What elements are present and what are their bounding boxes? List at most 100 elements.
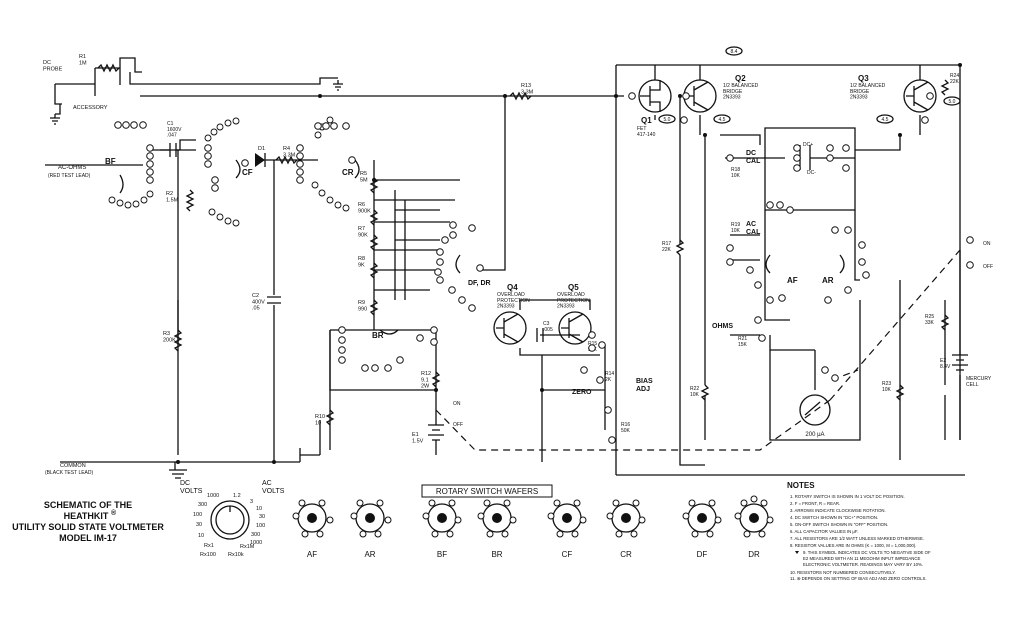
- note-8: 8. RESISTOR VALUES ARE IN OHMS (K = 1000…: [790, 543, 916, 548]
- terminal-node: [458, 296, 466, 304]
- note-6: 6. ALL CAPACITOR VALUES IN μF.: [790, 529, 858, 534]
- terminal-node: [966, 261, 974, 269]
- wafer-bf-drawing: [422, 499, 462, 538]
- label-df-dr: DF, DR: [468, 280, 491, 287]
- wiring: [45, 57, 965, 476]
- terminal-node: [842, 164, 850, 172]
- terminal-node: [754, 316, 762, 324]
- label-cf: CF: [242, 168, 253, 177]
- terminal-node: [338, 356, 346, 364]
- wafer-df-drawing: [682, 499, 722, 538]
- terminal-node: [434, 268, 442, 276]
- title-line1: SCHEMATIC OF THE: [44, 500, 132, 510]
- terminal-node: [726, 258, 734, 266]
- wafer-cf-drawing: [547, 499, 587, 538]
- wafer-af-drawing: [292, 499, 334, 538]
- terminal-node: [726, 154, 734, 162]
- note-4: 4. DC SWITCH SHOWN IN "DC+" POSITION.: [790, 515, 878, 520]
- terminal-node: [766, 296, 774, 304]
- dial-range-100dc: 100: [193, 512, 202, 518]
- terminal-node: [396, 356, 404, 364]
- terminal-node: [241, 159, 249, 167]
- terminal-node: [966, 236, 974, 244]
- label-v50b: 5.0: [949, 99, 956, 105]
- terminal-node: [862, 271, 870, 279]
- terminal-node: [371, 364, 379, 372]
- terminal-node: [449, 221, 457, 229]
- note-1: 1. ROTARY SWITCH IS SHOWN IN 1 VOLT DC P…: [790, 494, 905, 499]
- wafer-labels: AF AR BF BR CF CR DF DR: [307, 550, 760, 559]
- terminal-node: [448, 286, 456, 294]
- terminal-node: [831, 374, 839, 382]
- on-off-gang-link: [435, 249, 961, 451]
- terminal-node: [296, 152, 304, 160]
- terminal-node: [726, 244, 734, 252]
- terminal-node: [211, 176, 219, 184]
- terminal-node: [926, 92, 934, 100]
- wafer-label-dr: DR: [748, 550, 760, 559]
- label-dc-plus: DC+: [803, 142, 813, 148]
- terminal-node: [338, 336, 346, 344]
- dial-range-10ac: 10: [256, 506, 262, 512]
- terminal-node: [826, 144, 834, 152]
- terminal-node: [758, 334, 766, 342]
- dial-range-100ac: 100: [256, 523, 265, 529]
- ground-symbols: [50, 80, 343, 479]
- note-9c: ELECTRONIC VOLTMETER. READINGS MAY VARY …: [803, 562, 923, 567]
- terminal-node: [314, 122, 322, 130]
- terminal-node: [844, 286, 852, 294]
- title-line3: UTILITY SOLID STATE VOLTMETER: [12, 522, 164, 532]
- dial-range-1000dc: 1000: [207, 493, 219, 499]
- note-9-symbol-icon: [795, 551, 799, 554]
- terminal-node: [680, 116, 688, 124]
- label-black-lead: (BLACK TEST LEAD): [45, 470, 93, 476]
- terminal-node: [588, 344, 596, 352]
- wafer-label-br: BR: [491, 550, 502, 559]
- battery-e2: [952, 354, 968, 371]
- dial-range-10dc: 10: [198, 533, 204, 539]
- label-accessory: ACCESSORY: [73, 105, 108, 111]
- terminal-node: [580, 366, 588, 374]
- terminal-node: [436, 258, 444, 266]
- terminal-node: [596, 376, 604, 384]
- terminal-node: [384, 364, 392, 372]
- terminal-node: [296, 144, 304, 152]
- label-red-lead: (RED TEST LEAD): [48, 173, 91, 179]
- transistor-q5: [558, 311, 592, 345]
- terminal-node: [139, 121, 147, 129]
- note-9b: E2 MEASURED WITH AN 11 MEGOHM INPUT IMPE…: [803, 556, 920, 561]
- note-7: 7. ALL RESISTORS ARE 1/2 WATT UNLESS MAR…: [790, 536, 924, 541]
- terminal-node: [436, 276, 444, 284]
- range-selector-knob: [210, 500, 250, 540]
- terminal-node: [204, 160, 212, 168]
- terminal-node: [211, 184, 219, 192]
- terminal-node: [146, 176, 154, 184]
- terminal-node: [416, 334, 424, 342]
- terminal-node: [821, 366, 829, 374]
- terminal-node: [844, 226, 852, 234]
- terminal-node: [441, 236, 449, 244]
- terminal-node: [338, 326, 346, 334]
- terminal-node: [348, 156, 356, 164]
- label-d1: D1: [258, 146, 265, 152]
- label-off-right: OFF: [983, 264, 993, 270]
- wafers-heading: ROTARY SWITCH WAFERS: [436, 487, 538, 496]
- terminal-node: [824, 296, 832, 304]
- note-10: 10. RESISTORS NOT NUMBERED CONSECUTIVELY…: [790, 570, 896, 575]
